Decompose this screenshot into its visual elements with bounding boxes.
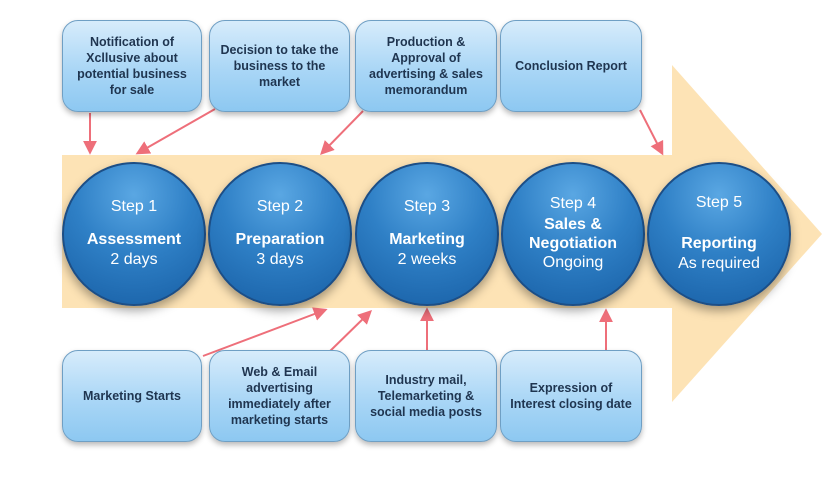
step-circle-3: Step 3 Marketing 2 weeks: [355, 162, 499, 306]
connector-arrow-4: [639, 109, 664, 156]
step-number: Step 2: [256, 198, 304, 216]
step-duration: 2 days: [110, 250, 158, 268]
step-name: Preparation: [235, 231, 325, 249]
box-production-approval: Production & Approval of advertising & s…: [355, 20, 497, 112]
connector-arrow-5: [202, 307, 328, 357]
step-name: Sales & Negotiation: [529, 215, 617, 252]
step-duration: 3 days: [256, 250, 304, 268]
step-circle-2: Step 2 Preparation 3 days: [208, 162, 352, 306]
box-decision: Decision to take the business to the mar…: [209, 20, 350, 112]
step-number: Step 5: [695, 194, 743, 212]
box-expression-of-interest: Expression of Interest closing date: [500, 350, 642, 442]
step-name: Reporting: [681, 235, 757, 253]
box-conclusion-report: Conclusion Report: [500, 20, 642, 112]
step-name: Marketing: [389, 231, 465, 249]
connector-arrow-2: [135, 108, 216, 155]
connector-arrow-3: [320, 110, 364, 156]
step-circle-4: Step 4 Sales & Negotiation Ongoing: [501, 162, 645, 306]
step-number: Step 4: [549, 194, 597, 212]
step-number: Step 1: [110, 198, 158, 216]
step-duration: 2 weeks: [397, 250, 457, 268]
box-marketing-starts: Marketing Starts: [62, 350, 202, 442]
step-name: Assessment: [86, 231, 182, 249]
box-web-email-advertising: Web & Email advertising immediately afte…: [209, 350, 350, 442]
box-notification: Notification of Xcllusive about potentia…: [62, 20, 202, 112]
connector-arrow-6: [324, 310, 373, 357]
box-industry-mail: Industry mail, Telemarketing & social me…: [355, 350, 497, 442]
step-duration: Ongoing: [542, 254, 604, 272]
step-circle-1: Step 1 Assessment 2 days: [62, 162, 206, 306]
step-duration: As required: [678, 254, 760, 272]
step-number: Step 3: [403, 198, 451, 216]
step-circle-5: Step 5 Reporting As required: [647, 162, 791, 306]
